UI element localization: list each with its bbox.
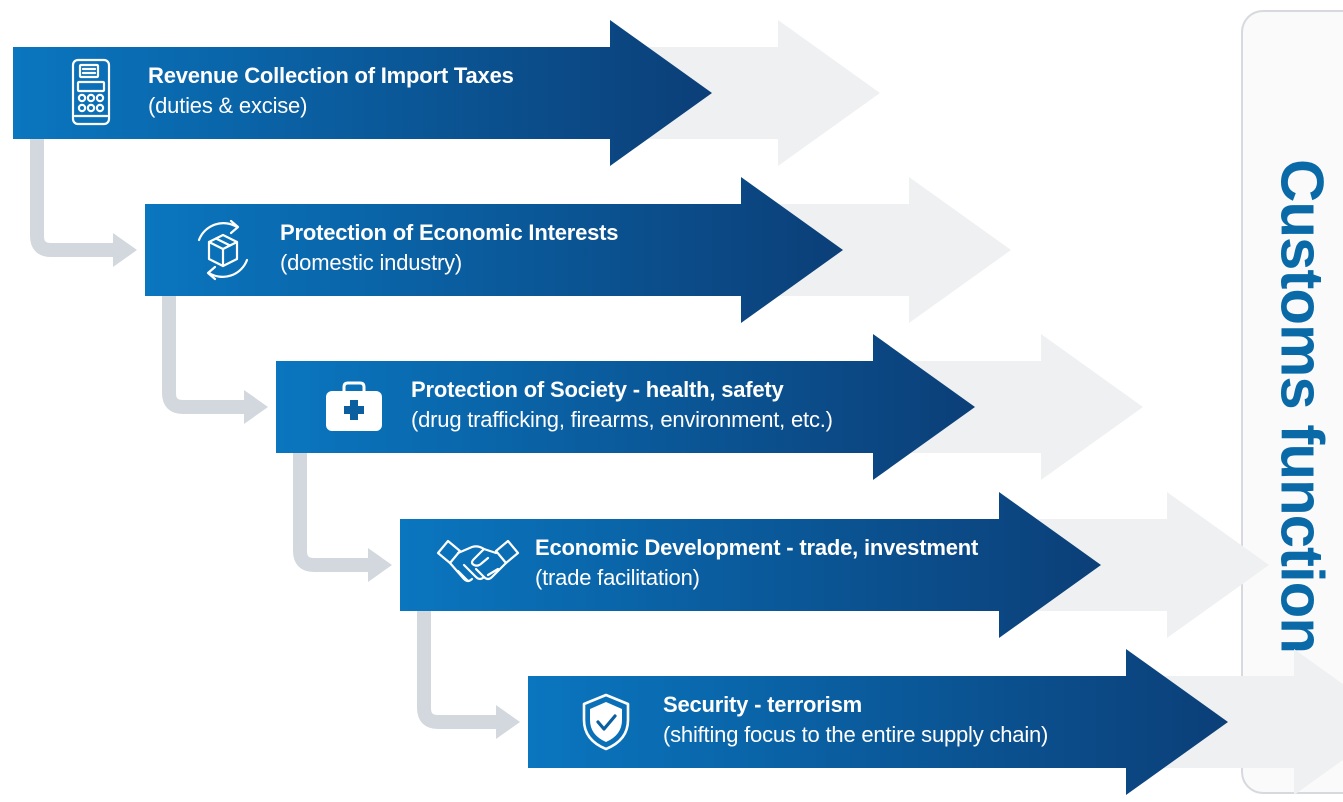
function-text: Economic Development - trade, investment… <box>535 533 978 593</box>
connector-line <box>417 611 500 729</box>
connector-line <box>293 453 372 572</box>
function-subtitle: (domestic industry) <box>280 250 463 275</box>
function-subtitle: (duties & excise) <box>148 93 308 118</box>
function-title: Protection of Economic Interests <box>280 220 619 245</box>
function-title: Protection of Society - health, safety <box>411 377 784 402</box>
package-cycle-icon <box>197 219 249 281</box>
first-aid-kit-icon <box>326 381 382 431</box>
connector-arrowhead <box>113 233 137 267</box>
function-text: Protection of Society - health, safety (d… <box>411 375 833 435</box>
function-subtitle: (shifting focus to the entire supply cha… <box>663 722 1049 747</box>
function-text: Protection of Economic Interests (domesti… <box>280 218 619 278</box>
function-arrow <box>13 20 712 166</box>
function-arrow <box>276 334 975 480</box>
function-arrow <box>528 649 1228 795</box>
handshake-icon <box>436 539 520 583</box>
function-arrow <box>145 177 843 323</box>
function-title: Economic Development - trade, investment <box>535 535 979 560</box>
function-text: Security - terrorism (shifting focus to t… <box>663 690 1048 750</box>
connector-line <box>30 139 117 257</box>
function-arrow <box>400 492 1101 638</box>
function-text: Revenue Collection of Import Taxes (dutie… <box>148 61 514 121</box>
function-title: Revenue Collection of Import Taxes <box>148 63 514 88</box>
connector-arrowhead <box>496 705 520 739</box>
connector-arrowhead <box>368 548 392 582</box>
side-panel <box>1241 10 1343 794</box>
shield-check-icon <box>582 693 630 751</box>
cash-register-icon <box>71 58 111 126</box>
connector-line <box>162 296 248 414</box>
connector-arrowhead <box>244 390 268 424</box>
function-title: Security - terrorism <box>663 692 862 717</box>
function-subtitle: (drug trafficking, firearms, environment… <box>411 407 833 432</box>
function-subtitle: (trade facilitation) <box>535 565 700 590</box>
